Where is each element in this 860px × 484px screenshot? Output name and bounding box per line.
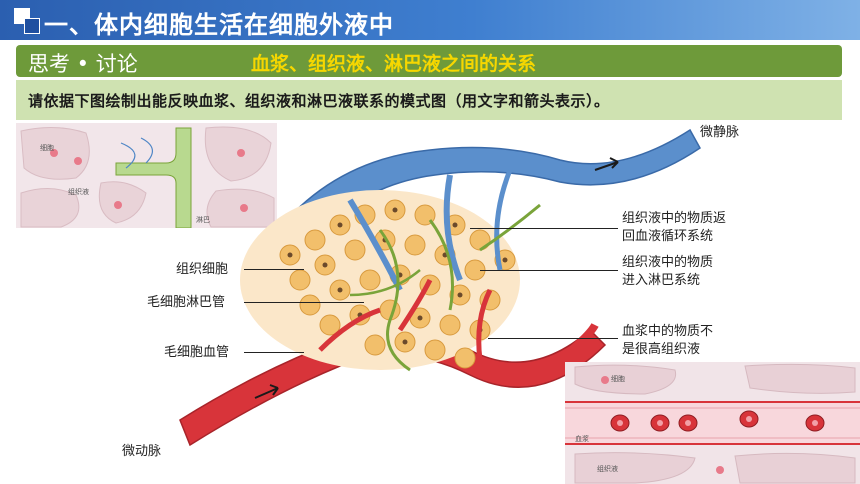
panel-label-cell-br: 细胞 [611, 375, 625, 383]
label-lymph-capillary: 毛细胞淋巴管 [147, 295, 226, 310]
topic-bar: 思考 • 讨论 血浆、组织液、淋巴液之间的关系 [16, 45, 842, 77]
label-return-blood-line1: 组织液中的物质返 [622, 211, 727, 226]
leader-enter-lymph [480, 270, 618, 271]
label-arteriole: 微动脉 [122, 444, 162, 459]
header-bar: 一、体内细胞生活在细胞外液中 [0, 0, 860, 40]
leader-tissue-cell [244, 269, 304, 270]
question-bar: 请依据下图绘制出能反映血浆、组织液和淋巴液联系的模式图（用文字和箭头表示）。 [16, 80, 842, 120]
question-text: 请依据下图绘制出能反映血浆、组织液和淋巴液联系的模式图（用文字和箭头表示）。 [28, 92, 610, 110]
leader-blood-capillary [244, 352, 304, 353]
label-tissue-cell: 组织细胞 [176, 262, 229, 277]
panel-label-lymph: 淋巴 [196, 216, 210, 224]
label-enter-lymph-line2: 进入淋巴系统 [622, 273, 701, 288]
panel-label-cell: 细胞 [40, 144, 54, 152]
leader-plasma [488, 338, 618, 339]
panel-label-tissue-fluid: 组织液 [68, 188, 89, 196]
label-enter-lymph-line1: 组织液中的物质 [622, 255, 714, 270]
logo-square-icon-2 [24, 18, 40, 34]
tissue-panel-illustration [16, 123, 277, 228]
tissue-panel-top-left: 细胞 组织液 淋巴 [16, 123, 277, 228]
page-title: 一、体内细胞生活在细胞外液中 [44, 11, 394, 39]
capillary-network-diagram [150, 120, 710, 460]
panel-label-plasma-br: 血浆 [575, 435, 589, 443]
label-plasma-line1: 血浆中的物质不 [622, 324, 714, 339]
panel-label-tissue-fluid-br: 组织液 [597, 465, 618, 473]
leader-return-blood [470, 228, 618, 229]
tissue-panel-bottom-right: 细胞 血浆 组织液 [565, 362, 860, 484]
label-venule: 微静脉 [700, 125, 740, 140]
topic-label: 思考 • 讨论 [28, 52, 138, 76]
leader-lymph-capillary [244, 302, 364, 303]
capillary-network-illustration [179, 128, 701, 447]
blood-vessel-panel-illustration [565, 362, 860, 484]
label-blood-capillary: 毛细胞血管 [164, 345, 230, 360]
topic-heading: 血浆、组织液、淋巴液之间的关系 [251, 53, 537, 75]
label-plasma-line2: 是很高组织液 [622, 342, 701, 357]
label-return-blood-line2: 回血液循环系统 [622, 229, 714, 244]
